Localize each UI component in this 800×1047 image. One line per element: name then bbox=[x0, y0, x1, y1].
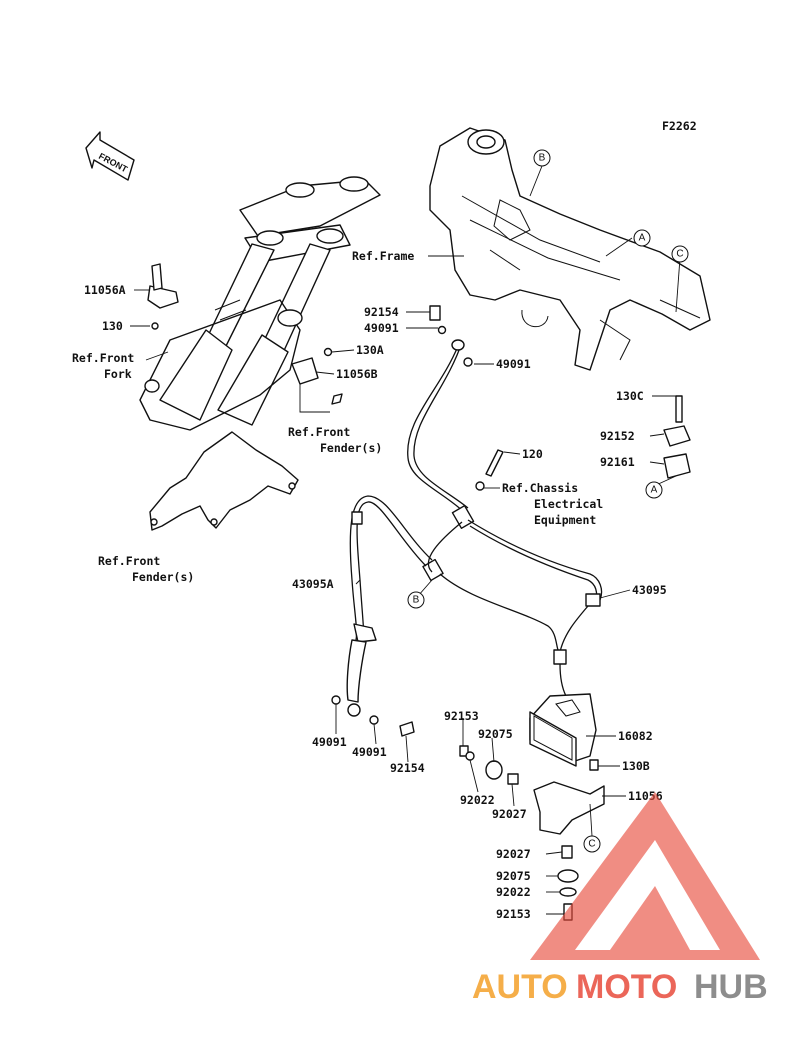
label-92161: 92161 bbox=[600, 455, 635, 469]
label-11056A: 11056A bbox=[84, 283, 126, 297]
watermark-moto: MOTO bbox=[576, 968, 677, 1006]
bracket-11056A-drawing bbox=[147, 263, 179, 330]
label-16082: 16082 bbox=[618, 729, 653, 743]
label-92152: 92152 bbox=[600, 429, 635, 443]
label-ref-chassis-2: Electrical bbox=[534, 497, 603, 511]
bolt-120-drawing bbox=[475, 449, 504, 491]
label-92027-bottom: 92027 bbox=[496, 847, 531, 861]
label-92027-top: 92027 bbox=[492, 807, 527, 821]
label-49091-right: 49091 bbox=[496, 357, 531, 371]
label-43095: 43095 bbox=[632, 583, 667, 597]
callout-b-line: B bbox=[407, 591, 425, 609]
brake-lines-drawing bbox=[331, 305, 603, 737]
label-92154-bottom: 92154 bbox=[390, 761, 425, 775]
callout-b-frame: B bbox=[533, 149, 551, 167]
label-11056B: 11056B bbox=[336, 367, 378, 381]
label-92153-top: 92153 bbox=[444, 709, 479, 723]
callout-a-mount: A bbox=[645, 481, 663, 499]
label-ref-frame: Ref.Frame bbox=[352, 249, 414, 263]
label-ref-front-fork-2: Fork bbox=[104, 367, 132, 381]
leader-lines bbox=[130, 165, 681, 915]
svg-text:A: A bbox=[639, 233, 646, 244]
label-92022-bottom: 92022 bbox=[496, 885, 531, 899]
label-120: 120 bbox=[522, 447, 543, 461]
label-49091-top: 49091 bbox=[364, 321, 399, 335]
frame-drawing bbox=[429, 127, 711, 371]
label-ref-chassis-1: Ref.Chassis bbox=[502, 481, 578, 495]
svg-text:B: B bbox=[539, 153, 546, 164]
front-fork-drawing bbox=[139, 176, 381, 431]
label-92022-top: 92022 bbox=[460, 793, 495, 807]
label-92075-top: 92075 bbox=[478, 727, 513, 741]
label-ref-front-fender-top-1: Ref.Front bbox=[288, 425, 350, 439]
label-43095A: 43095A bbox=[292, 577, 334, 591]
watermark-auto: AUTO bbox=[472, 968, 568, 1006]
label-ref-front-fender-bottom-1: Ref.Front bbox=[98, 554, 160, 568]
abs-unit-drawing bbox=[529, 693, 597, 767]
watermark-logo-icon bbox=[530, 792, 760, 960]
automotohub-watermark: AUTO MOTO HUB bbox=[472, 792, 768, 1006]
label-ref-front-fork-1: Ref.Front bbox=[72, 351, 134, 365]
callout-c-frame: C bbox=[671, 245, 689, 263]
label-ref-front-fender-top-2: Fender(s) bbox=[320, 441, 382, 455]
label-49091-bottom-left: 49091 bbox=[312, 735, 347, 749]
label-ref-chassis-3: Equipment bbox=[534, 513, 596, 527]
svg-text:C: C bbox=[588, 839, 595, 850]
label-ref-front-fender-bottom-2: Fender(s) bbox=[132, 570, 194, 584]
svg-text:C: C bbox=[676, 249, 683, 260]
label-130B: 130B bbox=[622, 759, 650, 773]
label-92154-top: 92154 bbox=[364, 305, 399, 319]
svg-text:B: B bbox=[413, 595, 420, 606]
watermark-hub: HUB bbox=[694, 968, 768, 1006]
label-130A: 130A bbox=[356, 343, 384, 357]
callout-c-bracket: C bbox=[583, 835, 601, 853]
part-labels: 11056A 130 Ref.Front Fork Ref.Frame 9215… bbox=[72, 249, 667, 921]
label-92075-bottom: 92075 bbox=[496, 869, 531, 883]
mount-parts-right-drawing bbox=[663, 395, 691, 479]
label-130: 130 bbox=[102, 319, 123, 333]
callout-a-frame: A bbox=[633, 229, 651, 247]
front-fender-drawing bbox=[149, 431, 299, 531]
svg-text:A: A bbox=[651, 485, 658, 496]
label-130C: 130C bbox=[616, 389, 644, 403]
label-92153-bottom: 92153 bbox=[496, 907, 531, 921]
label-49091-bottom-mid: 49091 bbox=[352, 745, 387, 759]
bracket-11056B-drawing bbox=[291, 347, 343, 405]
figure-code: F2262 bbox=[662, 119, 697, 133]
front-arrow-icon: FRONT bbox=[85, 131, 135, 181]
